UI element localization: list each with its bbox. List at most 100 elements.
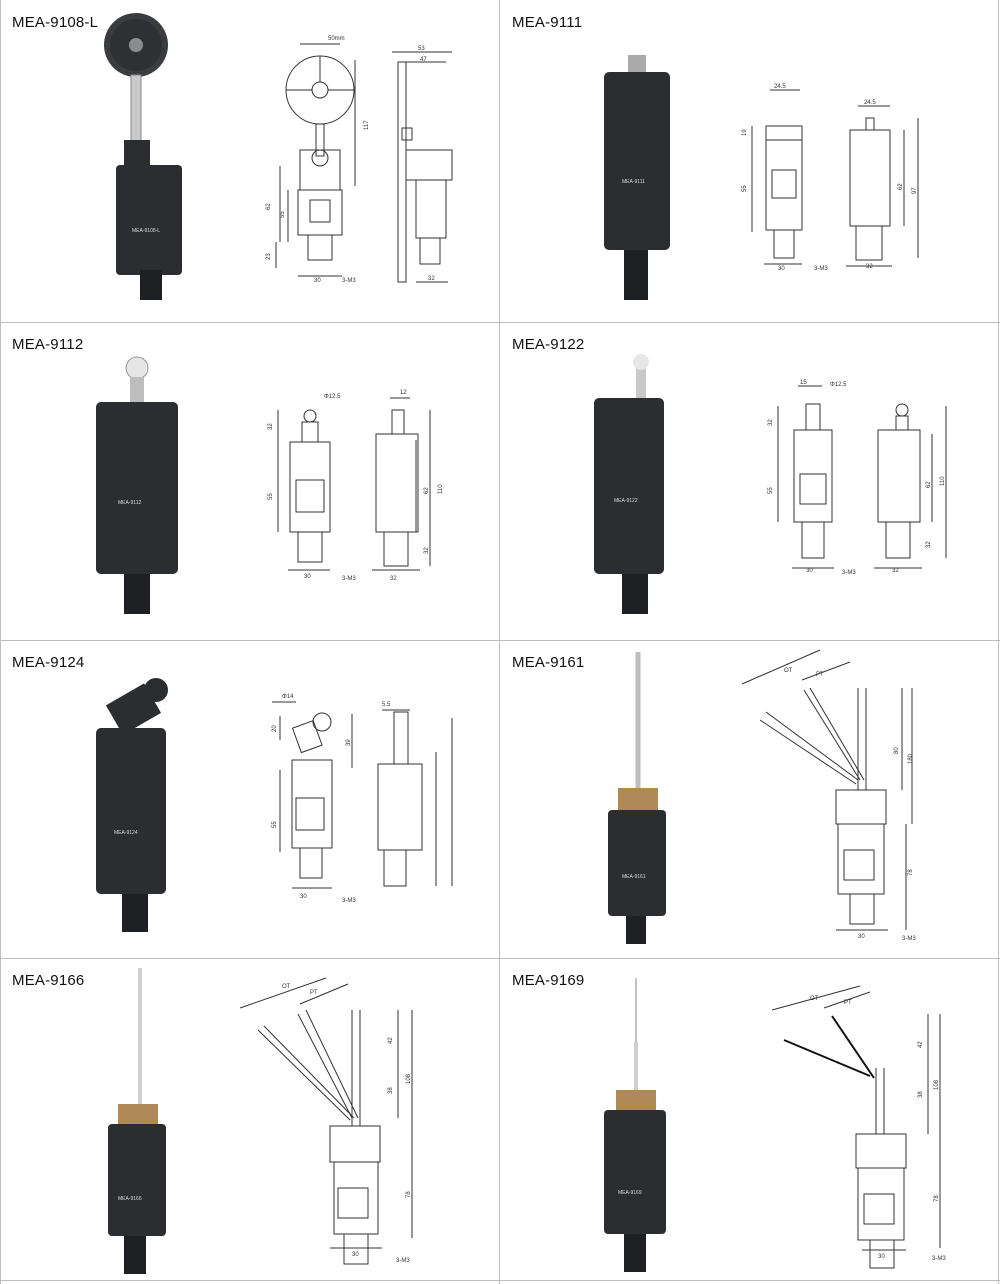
product-cell-9169: MEA-9169 MEA-9169 [500,958,998,1280]
grid-divider-1 [0,322,1000,323]
dim-w2: 32 [390,576,397,582]
photo-label: MEA-9111 [622,179,645,185]
switch-photo: MEA-9112 [96,356,178,614]
dim-h2: 62 [266,203,272,210]
dim-screw: 3-M3 [902,936,916,942]
dim-h1: 80 [894,747,900,754]
dim-h3: 62 [926,481,932,488]
dim-h1: 42 [388,1037,394,1044]
dim-side-top: 15 [800,380,807,386]
front-view-drawing [771,985,941,1269]
dim-h4: 110 [940,476,946,486]
dim-h2: 55 [768,487,774,494]
product-illustration: MEA-9124 Φ14 20 39 55 30 3-M3 [96,678,453,932]
product-illustration: MEA-9161 OT PT [608,649,916,944]
dim-h3: 62 [898,183,904,190]
side-view-drawing [874,403,947,569]
product-title: MEA-9112 [12,336,84,353]
dim-h2: 55 [268,493,274,500]
product-cell-9108-l: MEA-9108-L MEA-9108-L [0,0,498,322]
product-illustration: MEA-9108-L 50mm [104,13,453,300]
dim-h1: 32 [268,423,274,430]
dim-h2: 180 [908,753,914,764]
dim-screw: 3-M3 [342,278,356,284]
switch-photo: MEA-9111 [604,55,670,300]
product-title: MEA-9124 [12,654,85,671]
dim-w1: 30 [806,568,813,574]
switch-photo: MEA-9161 [608,652,666,944]
dim-w1: 30 [300,894,307,900]
dim-h2: 55 [742,185,748,192]
dim-side-top: 24.5 [864,100,876,106]
product-cell-9166: MEA-9166 MEA-9166 [0,958,498,1280]
photo-label: MEA-9112 [118,500,141,506]
dim-w1: 30 [778,266,785,272]
dim-h2: 38 [918,1091,924,1098]
switch-photo: MEA-9124 [96,678,168,932]
dim-h1: 20 [272,725,278,732]
front-view-drawing [272,701,353,889]
dim-w1: 30 [352,1252,359,1258]
dim-top: Φ14 [282,694,294,700]
dim-w1: 30 [878,1254,885,1260]
photo-label: MEA-9108-L [132,228,160,234]
product-cell-9112: MEA-9112 MEA-9112 Φ12.5 32 55 30 [0,322,498,640]
product-cell-9161: MEA-9161 MEA-9161 [500,640,998,958]
side-view-drawing [377,709,453,887]
product-cell-9124: MEA-9124 MEA-9124 Φ14 [0,640,498,958]
dim-h4: 97 [912,187,918,194]
side-view-drawing [372,397,431,571]
dim-h3: 108 [934,1079,940,1090]
dim-h1: 32 [768,419,774,426]
dim-pt: PT [816,672,824,678]
product-title: MEA-9161 [512,654,585,671]
dim-h5: 32 [926,541,932,548]
dim-h2: 39 [346,739,352,746]
dim-h3: 55 [280,211,286,218]
switch-photo: MEA-9108-L [104,13,182,300]
dim-screw: 3-M3 [814,266,828,272]
dim-d2: 47 [420,57,427,63]
product-illustration: MEA-9112 Φ12.5 32 55 30 3-M3 [96,356,444,614]
dim-w2: 32 [428,276,435,282]
grid-divider-vertical [499,0,500,1284]
front-view-drawing [239,977,413,1265]
dim-ot: OT [810,996,819,1002]
dim-h1: 42 [918,1041,924,1048]
dim-h4: 110 [438,484,444,494]
dim-w1: 30 [304,574,311,580]
dim-screw: 3-M3 [932,1256,946,1262]
dim-screw: 3-M3 [842,570,856,576]
dim-top: 24.5 [774,84,786,90]
product-illustration: MEA-9111 24.5 19 55 30 3-M3 [604,55,919,300]
side-view-drawing [846,105,919,267]
product-title: MEA-9108-L [12,14,99,31]
front-view-drawing [277,409,331,571]
dim-side-top: 5.5 [382,702,391,708]
grid-border-left [0,0,1,1284]
dim-h3: 78 [908,869,914,876]
dim-d1: 53 [418,46,425,52]
dim-h1: 19 [742,129,748,136]
dim-ot: OT [784,668,793,674]
front-view-drawing [741,649,913,931]
dim-h4: 23 [266,253,272,260]
dim-h3: 108 [406,1073,412,1084]
dim-pt: PT [844,1000,852,1006]
dim-top: 50mm [328,36,345,42]
switch-photo: MEA-9122 [594,354,664,614]
switch-photo: MEA-9166 [108,968,166,1274]
dim-w1: 30 [314,278,321,284]
dim-screw: 3-M3 [396,1258,410,1264]
dim-h2: 38 [388,1087,394,1094]
product-illustration: MEA-9122 15 Φ12.5 32 55 30 3-M3 [594,354,947,614]
product-title: MEA-9111 [512,14,583,31]
side-view-drawing [392,51,453,283]
dim-h3: 55 [272,821,278,828]
dim-ot: OT [282,984,291,990]
dim-w2: 32 [892,568,899,574]
front-view-drawing [275,43,356,277]
dim-screw: 3-M3 [342,576,356,582]
product-cell-9122: MEA-9122 MEA-9122 15 Φ12.5 32 55 [500,322,998,640]
